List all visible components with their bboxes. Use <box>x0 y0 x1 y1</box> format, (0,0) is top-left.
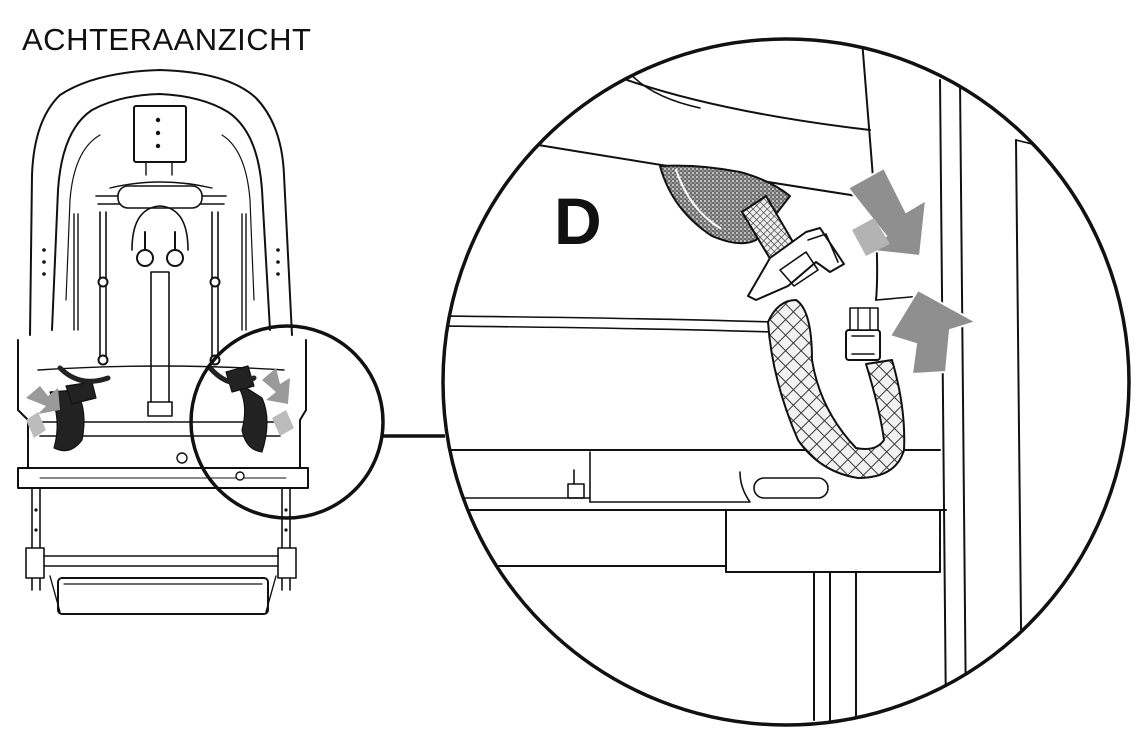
seat-arrow-left-icon <box>26 386 60 414</box>
arrow-up-left-icon <box>888 288 979 376</box>
seat-backrest-inner <box>51 93 271 331</box>
strap-lower-loop <box>767 299 906 479</box>
buckle-tongue <box>747 227 845 301</box>
seat-arrow-right-icon <box>262 368 290 404</box>
detail-step-label: D <box>554 184 602 258</box>
seat-footrest <box>57 577 269 615</box>
view-title: ACHTERAANZICHT <box>22 22 312 57</box>
seat-strap-right <box>207 365 268 453</box>
seat-center-post <box>150 271 170 405</box>
buckle-connector <box>845 329 881 361</box>
seat-backrest-shell <box>29 69 293 336</box>
magnifier-circle <box>189 324 385 520</box>
seat-headrest-plate <box>133 105 187 163</box>
detail-view <box>441 37 1131 727</box>
seat-rear-view <box>17 69 309 615</box>
